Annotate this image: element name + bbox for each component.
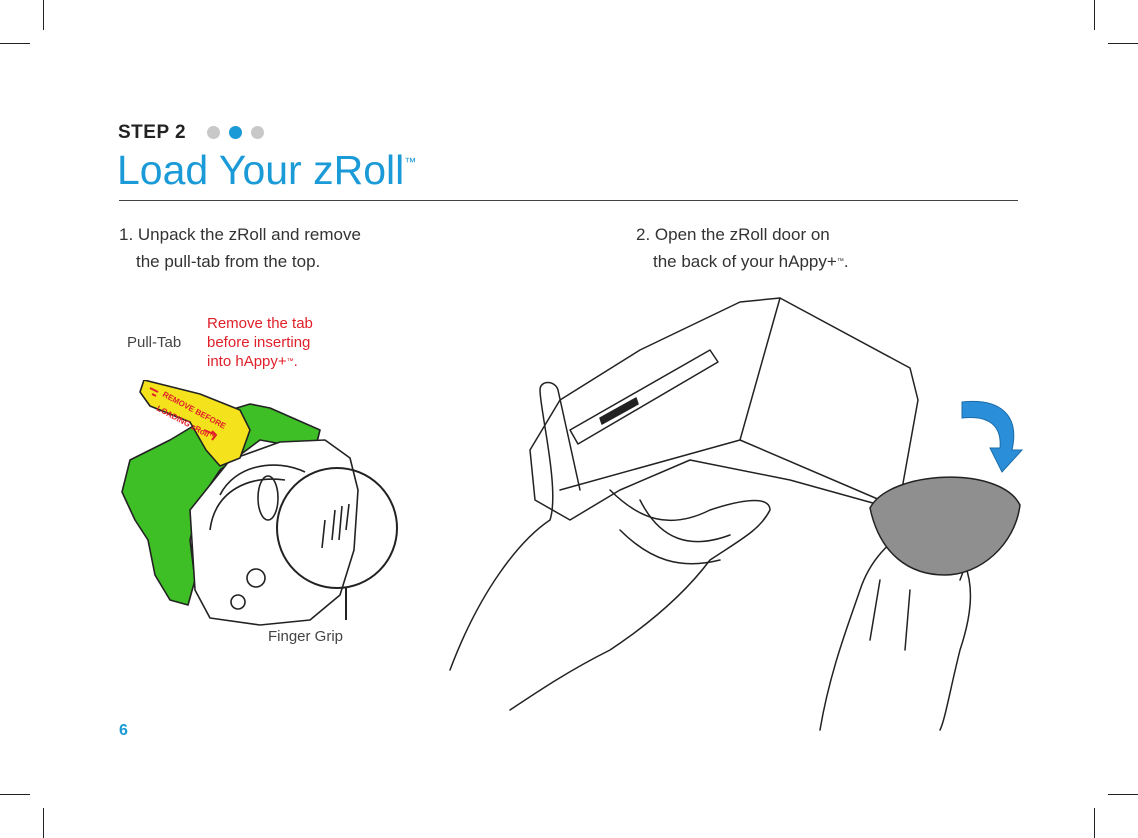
instruction-2: 2. Open the zRoll door on the back of yo… bbox=[636, 221, 849, 275]
warning-line-3: into hAppy+ bbox=[207, 353, 287, 370]
divider bbox=[119, 200, 1018, 201]
warning-line-2: before inserting bbox=[207, 334, 311, 351]
instruction-1-line2: the pull-tab from the top. bbox=[136, 252, 321, 271]
step-dot bbox=[251, 126, 264, 139]
zroll-door bbox=[869, 476, 1021, 576]
warning-note: Remove the tab before inserting into hAp… bbox=[207, 314, 313, 371]
crop-mark bbox=[1094, 808, 1095, 838]
crop-mark bbox=[1108, 794, 1138, 795]
device-slot bbox=[569, 349, 719, 445]
instruction-1-line1: 1. Unpack the zRoll and remove bbox=[119, 225, 361, 244]
cartridge-housing bbox=[189, 439, 359, 626]
crop-mark bbox=[43, 808, 44, 838]
step-label: STEP 2 bbox=[118, 122, 187, 143]
trademark-mark: ™ bbox=[286, 358, 294, 365]
instruction-2-line2: the back of your hAppy+ bbox=[653, 252, 837, 271]
warning-end: . bbox=[293, 353, 298, 370]
crop-mark bbox=[1108, 43, 1138, 44]
page-number: 6 bbox=[119, 722, 128, 739]
finger-grip-label: Finger Grip bbox=[268, 628, 344, 645]
instruction-2-line1: 2. Open the zRoll door on bbox=[636, 225, 830, 244]
crop-mark bbox=[43, 0, 44, 30]
step-dot bbox=[207, 126, 220, 139]
device-body bbox=[529, 297, 919, 521]
rotate-arrow-icon bbox=[961, 400, 1024, 473]
trademark-mark: ™ bbox=[404, 155, 417, 169]
instruction-2-end: . bbox=[843, 252, 849, 271]
zroll-cartridge-illustration: REMOVE BEFORE LOADING zRoll™ bbox=[121, 380, 398, 626]
pull-tab-label: Pull-Tab bbox=[127, 334, 182, 351]
open-door-illustration bbox=[449, 297, 1024, 731]
warning-line-1: Remove the tab bbox=[207, 315, 313, 332]
trademark-mark: ™ bbox=[836, 258, 844, 265]
instruction-1: 1. Unpack the zRoll and remove the pull-… bbox=[119, 221, 361, 275]
finger-grip-callout bbox=[276, 467, 398, 589]
left-hand bbox=[449, 381, 771, 711]
crop-mark bbox=[0, 794, 30, 795]
pull-tab-yellow bbox=[139, 380, 251, 467]
crop-mark bbox=[1094, 0, 1095, 30]
page-title: Load Your zRoll™ bbox=[117, 150, 416, 191]
crop-mark bbox=[0, 43, 30, 44]
step-dot bbox=[229, 126, 242, 139]
title-text: Load Your zRoll bbox=[117, 147, 405, 193]
